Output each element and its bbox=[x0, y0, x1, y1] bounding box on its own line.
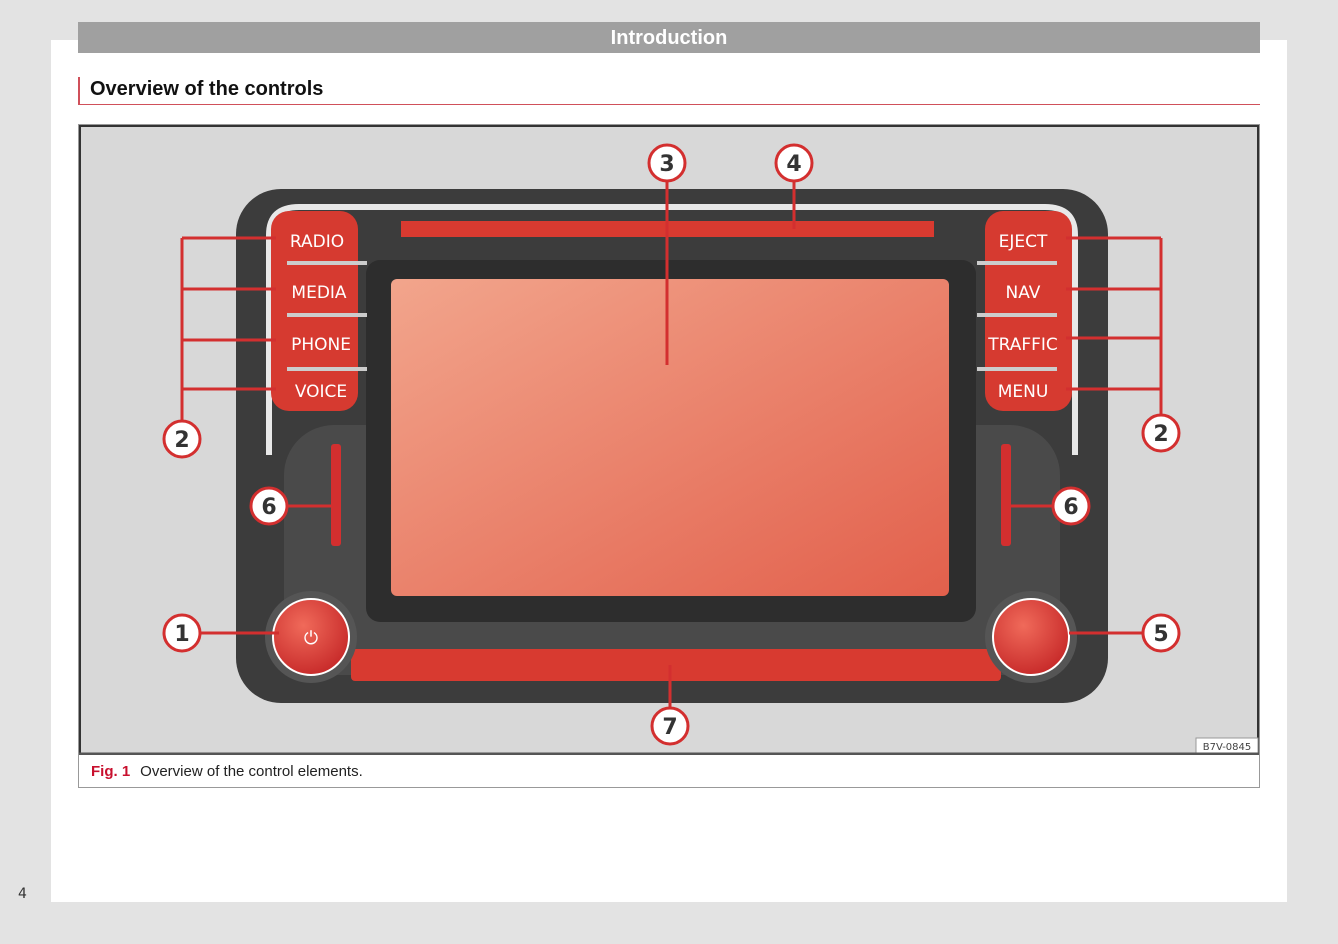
touchscreen[interactable] bbox=[391, 279, 949, 596]
eject-button[interactable]: EJECT bbox=[999, 232, 1048, 252]
callouts: 3 4 2 2 6 6 1 5 7 bbox=[162, 143, 1181, 746]
callout-4: 4 bbox=[774, 143, 814, 183]
sd-slot-left bbox=[331, 444, 341, 546]
page-number: 4 bbox=[18, 886, 27, 902]
svg-text:5: 5 bbox=[1153, 622, 1168, 647]
svg-text:4: 4 bbox=[786, 152, 801, 177]
leader-lines bbox=[180, 181, 1163, 708]
callout-3: 3 bbox=[647, 143, 687, 183]
svg-text:7: 7 bbox=[662, 715, 677, 740]
figure-code: B7V-0845 bbox=[1203, 742, 1252, 753]
callout-7: 7 bbox=[650, 706, 690, 746]
phone-button[interactable]: PHONE bbox=[291, 335, 351, 355]
svg-text:3: 3 bbox=[659, 152, 674, 177]
svg-text:2: 2 bbox=[174, 428, 189, 453]
voice-button[interactable]: VOICE bbox=[295, 382, 347, 402]
media-button[interactable]: MEDIA bbox=[291, 283, 347, 303]
power-icon: ⏻ bbox=[304, 628, 318, 649]
section-title: Overview of the controls bbox=[90, 78, 324, 100]
caption-text: Overview of the control elements. bbox=[140, 763, 363, 780]
callout-6-right: 6 bbox=[1051, 486, 1091, 526]
callout-2-left: 2 bbox=[162, 419, 202, 459]
caption-label: Fig. 1 bbox=[91, 763, 131, 780]
figure: RADIO MEDIA PHONE VOICE EJECT NAV TRAFFI… bbox=[78, 124, 1260, 788]
menu-button[interactable]: MENU bbox=[998, 382, 1049, 402]
traffic-button[interactable]: TRAFFIC bbox=[987, 335, 1058, 355]
radio-illustration: RADIO MEDIA PHONE VOICE EJECT NAV TRAFFI… bbox=[79, 125, 1259, 755]
bottom-light-bar bbox=[351, 649, 1001, 681]
section-heading: Overview of the controls bbox=[78, 77, 1260, 105]
svg-text:6: 6 bbox=[261, 495, 276, 520]
right-buttons: EJECT NAV TRAFFIC MENU bbox=[977, 211, 1072, 411]
power-volume-knob[interactable] bbox=[272, 598, 350, 676]
figure-caption: Fig. 1 Overview of the control elements. bbox=[91, 763, 363, 780]
chapter-header: Introduction bbox=[78, 22, 1260, 53]
callout-6-left: 6 bbox=[249, 486, 289, 526]
radio-button[interactable]: RADIO bbox=[290, 232, 344, 252]
left-buttons: RADIO MEDIA PHONE VOICE bbox=[271, 211, 367, 411]
callout-5: 5 bbox=[1141, 613, 1181, 653]
svg-text:2: 2 bbox=[1153, 422, 1168, 447]
sd-slot-right bbox=[1001, 444, 1011, 546]
callout-2-right: 2 bbox=[1141, 413, 1181, 453]
callout-1: 1 bbox=[162, 613, 202, 653]
svg-text:1: 1 bbox=[174, 622, 189, 647]
setting-knob[interactable] bbox=[992, 598, 1070, 676]
nav-button[interactable]: NAV bbox=[1006, 283, 1041, 303]
svg-text:6: 6 bbox=[1063, 495, 1078, 520]
